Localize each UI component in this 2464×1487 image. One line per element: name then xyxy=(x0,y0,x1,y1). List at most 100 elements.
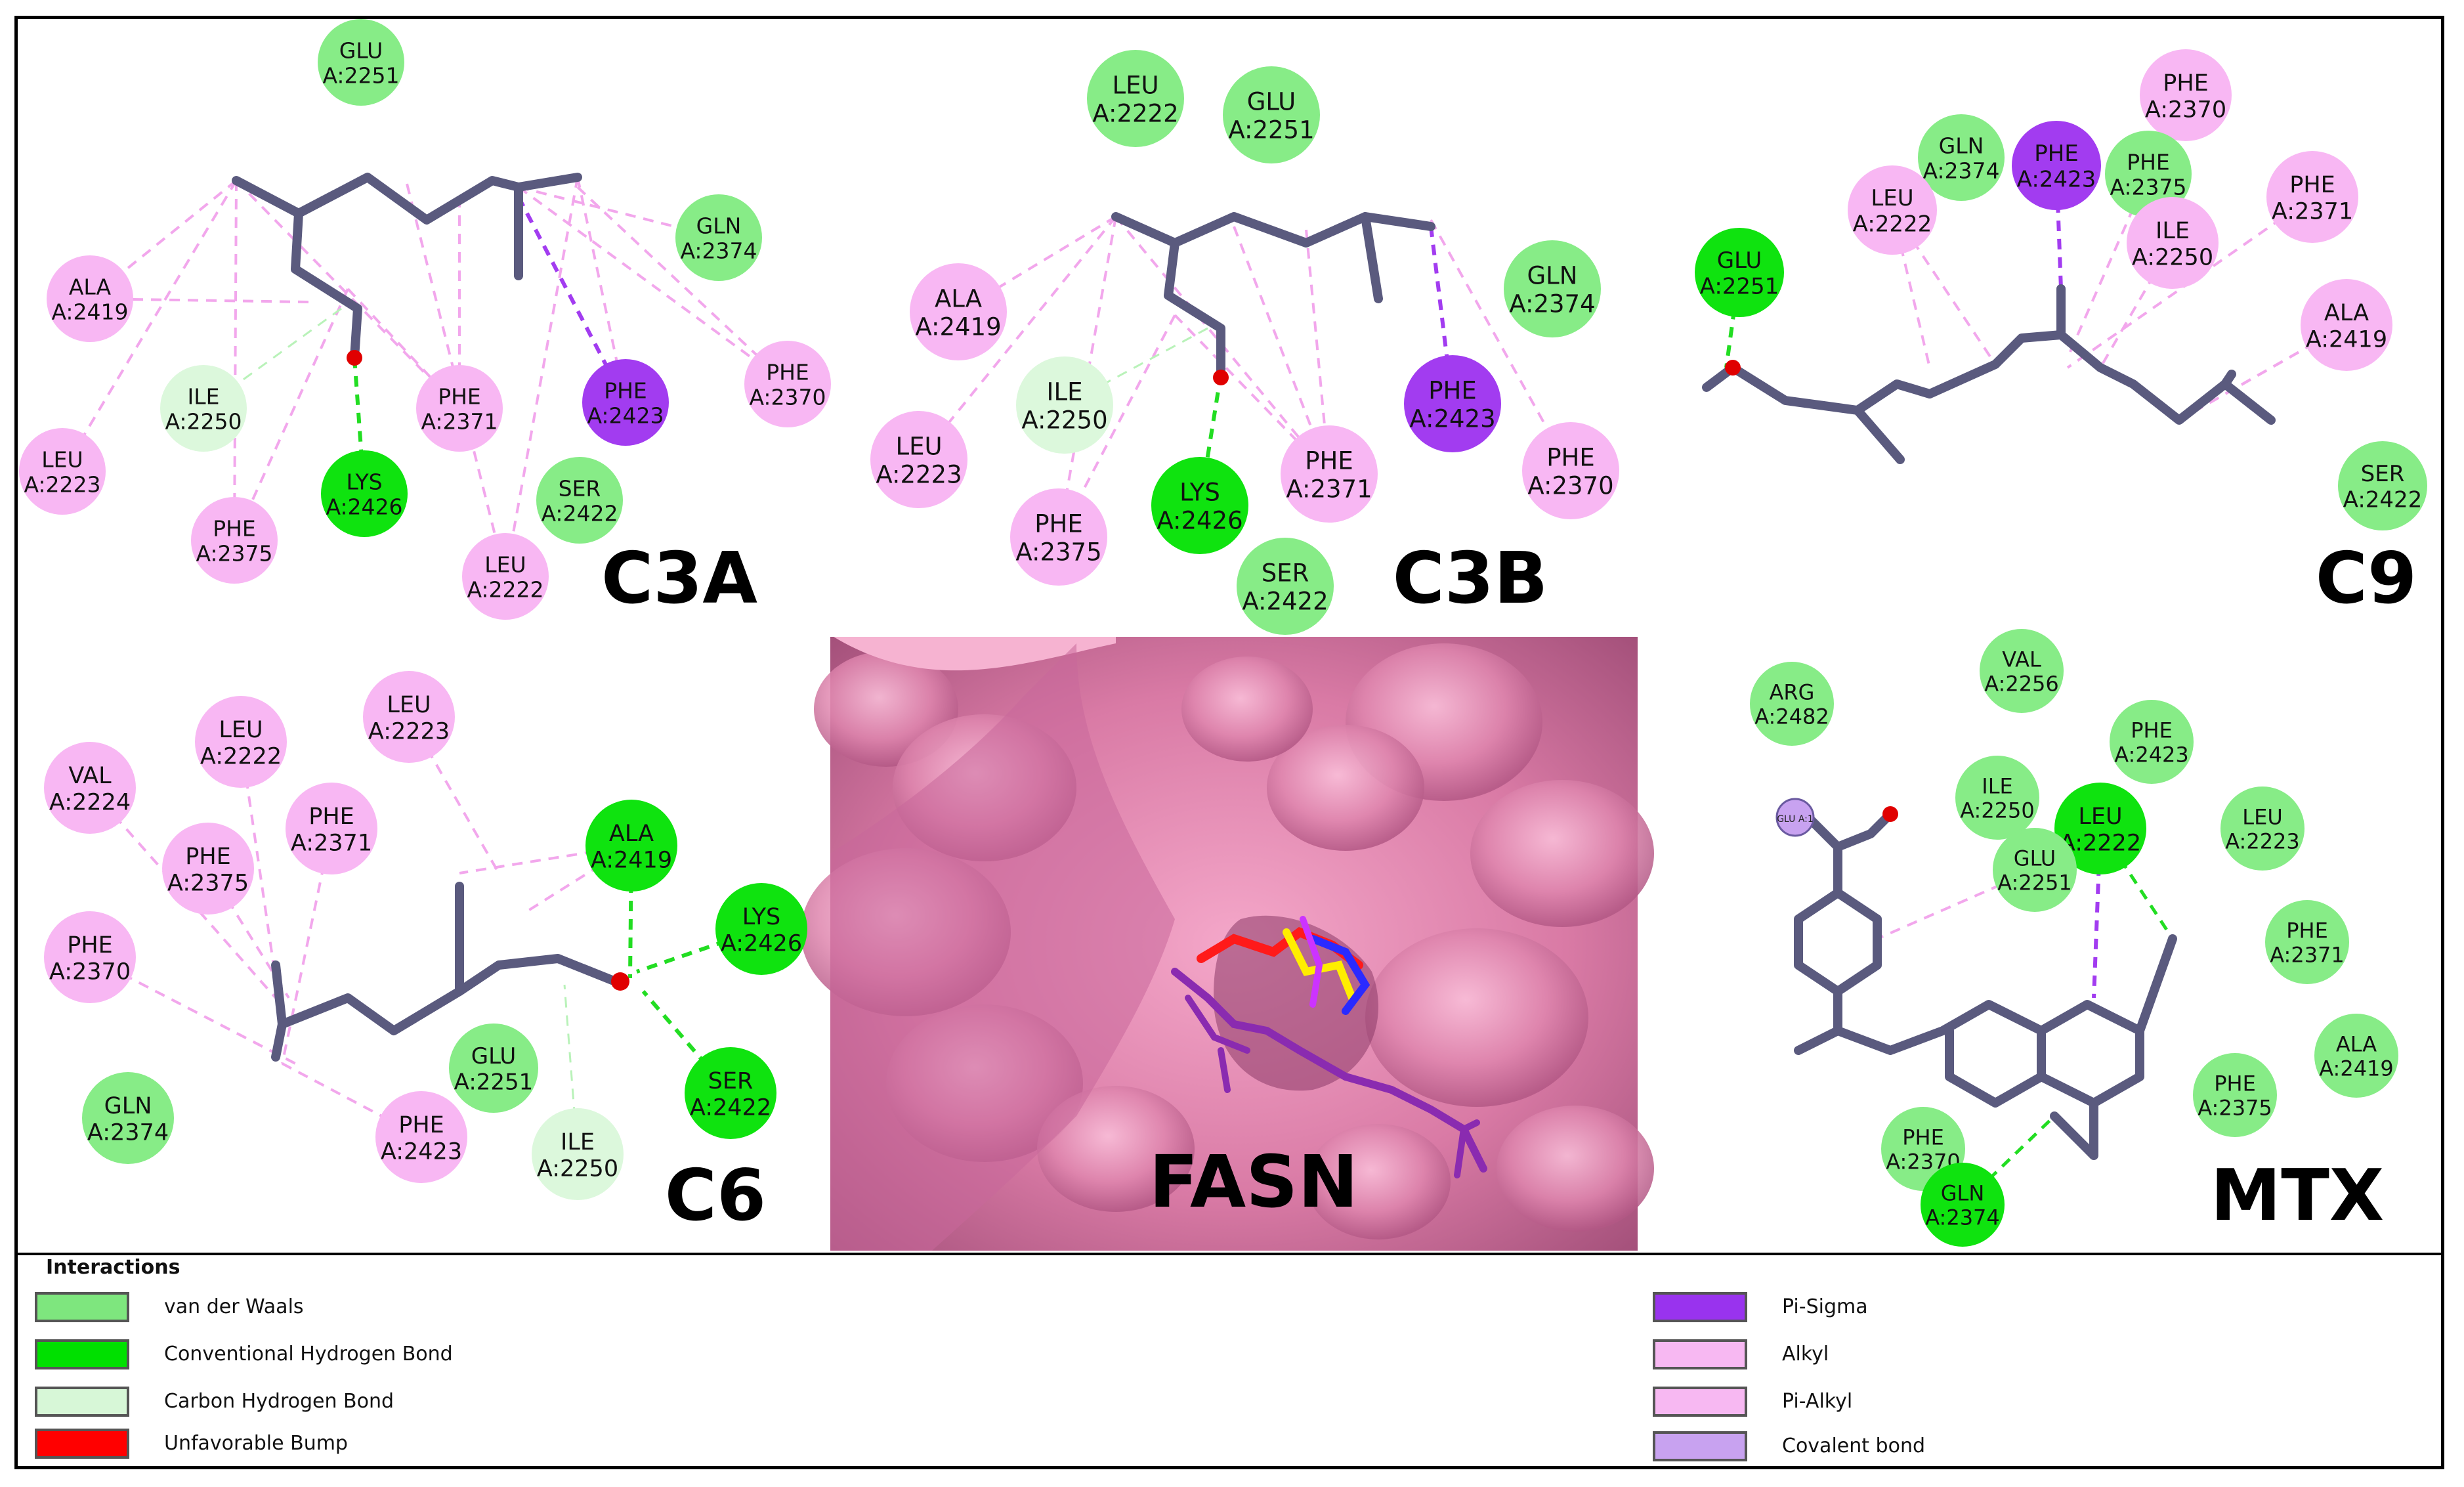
residue-name: LEU xyxy=(1871,185,1913,211)
residue-id: A:2250 xyxy=(1021,406,1107,435)
panel-label-c3b: C3B xyxy=(1393,538,1548,620)
panel-label-c6: C6 xyxy=(665,1155,766,1237)
residue-name: PHE xyxy=(185,844,231,870)
covalent-label: GLU A:1 xyxy=(1777,814,1814,825)
legend-label: Unfavorable Bump xyxy=(164,1432,348,1455)
residue-name: ILE xyxy=(1982,774,2012,799)
residue-id: A:2224 xyxy=(49,790,131,816)
residue-name: LYS xyxy=(742,904,780,930)
residue-id: A:2423 xyxy=(587,403,664,429)
residue-name: PHE xyxy=(1902,1125,1944,1150)
residue-name: ALA xyxy=(609,821,654,847)
residue-name: VAL xyxy=(2002,647,2041,672)
residue-id: A:2223 xyxy=(24,472,100,498)
residue-id: A:2423 xyxy=(2114,743,2189,767)
residue-name: VAL xyxy=(68,763,112,789)
residue-id: A:2422 xyxy=(1242,588,1328,616)
residue-id: A:2374 xyxy=(1509,290,1595,318)
residue-name: GLU xyxy=(471,1043,516,1069)
residue-name: GLU xyxy=(339,37,383,63)
residue-name: PHE xyxy=(1428,377,1477,405)
residue-id: A:2423 xyxy=(2017,167,2096,193)
residue-name: PHE xyxy=(604,377,647,403)
residue-id: A:2374 xyxy=(87,1120,169,1146)
residue-id: A:2375 xyxy=(196,541,272,567)
residue-id: A:2374 xyxy=(1922,158,1999,184)
panel-label-c3a: C3A xyxy=(601,538,757,620)
residue-name: PHE xyxy=(398,1112,444,1138)
legend-item-conventional-hydrogen-bond: Conventional Hydrogen Bond xyxy=(35,1339,453,1369)
residue-name: ALA xyxy=(69,274,112,299)
docked-ligands xyxy=(1171,916,1487,1178)
residue-name: PHE xyxy=(438,383,481,409)
residue-name: PHE xyxy=(2034,140,2079,167)
residue-id: A:2370 xyxy=(1527,472,1613,500)
residue-id: A:2222 xyxy=(200,744,282,770)
residue-name: PHE xyxy=(1546,444,1595,472)
residue-name: LEU xyxy=(2242,805,2282,830)
residue-name: ILE xyxy=(188,383,220,409)
residue-name: GLU xyxy=(2014,846,2056,871)
residue-id: A:2222 xyxy=(1092,100,1178,128)
residue-id: A:2222 xyxy=(467,577,543,603)
residue-circles: GLUA:2251GLNA:2374ALAA:2419PHEA:2370ILEA… xyxy=(19,19,2427,1247)
residue-id: A:2419 xyxy=(591,848,672,874)
panel-label-mtx: MTX xyxy=(2211,1155,2384,1237)
residue-id: A:2223 xyxy=(368,719,450,745)
legend-label: Conventional Hydrogen Bond xyxy=(164,1343,453,1366)
residue-id: A:2423 xyxy=(1409,405,1495,433)
residue-id: A:2422 xyxy=(690,1095,771,1121)
residue-name: SER xyxy=(2361,461,2405,487)
residue-name: LEU xyxy=(2078,804,2122,830)
residue-id: A:2371 xyxy=(291,830,372,857)
residue-id: A:2374 xyxy=(680,238,757,264)
residue-name: ILE xyxy=(2156,218,2190,244)
legend-item-covalent-bond: Covalent bond xyxy=(1653,1431,1925,1461)
residue-name: ARG xyxy=(1770,680,1815,705)
ligand-skeletons: GLU A:1 xyxy=(232,173,2276,1160)
residue-name: PHE xyxy=(2127,149,2170,175)
residue-id: A:2419 xyxy=(2306,327,2387,353)
residue-id: A:2251 xyxy=(1997,871,2072,895)
residue-name: PHE xyxy=(2131,718,2173,743)
residue-id: A:2256 xyxy=(1984,672,2059,697)
residue-id: A:2370 xyxy=(49,959,131,985)
residue-id: A:2419 xyxy=(2319,1056,2394,1081)
residue-name: GLN xyxy=(1939,133,1984,158)
legend-item-pi-alkyl: Pi-Alkyl xyxy=(1653,1387,1852,1417)
residue-id: A:2370 xyxy=(2145,97,2226,123)
legend-item-van-der-waals: van der Waals xyxy=(35,1292,304,1322)
residue-name: PHE xyxy=(1305,447,1353,475)
